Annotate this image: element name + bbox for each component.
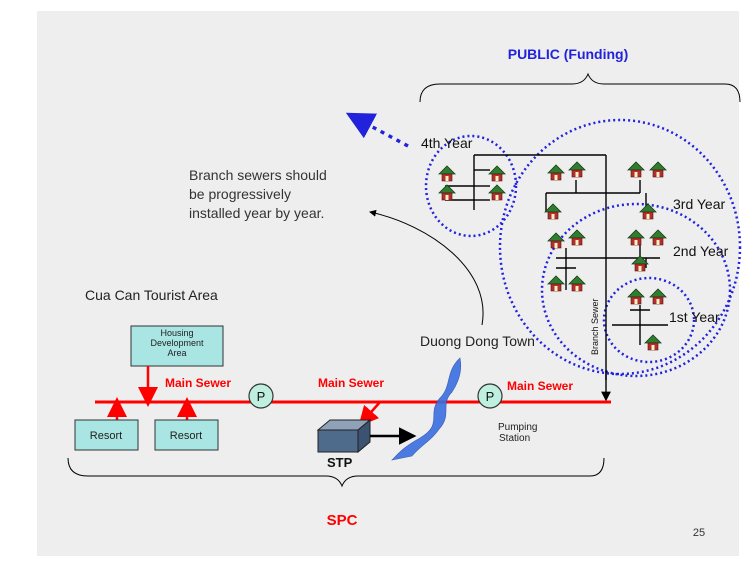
main-sewer-label-1: Main Sewer	[165, 376, 231, 390]
spc-brace	[67, 457, 605, 488]
pump-icon-1	[248, 383, 274, 409]
phase-circle-2nd-year	[540, 202, 732, 378]
pumping-station-line-2: Station	[499, 433, 530, 444]
house-icon	[568, 275, 586, 292]
house-icon	[438, 184, 456, 201]
public-brace	[419, 72, 741, 103]
housing-line-3: Area	[167, 348, 186, 358]
house-icon	[547, 164, 565, 181]
house-icon	[644, 334, 662, 351]
main-sewer-label-3: Main Sewer	[507, 379, 573, 393]
house-icon	[568, 229, 586, 246]
pump-1-symbol: P	[257, 389, 266, 404]
pump-icon-2	[477, 383, 503, 409]
housing-line-2: Development	[150, 338, 204, 348]
house-icon	[649, 288, 667, 305]
year-1-label: 1st Year	[669, 309, 720, 325]
house-icon	[568, 161, 586, 178]
resort-2-label: Resort	[170, 430, 202, 442]
slide-background	[37, 11, 739, 556]
duong-dong-town-label: Duong Dong Town	[420, 333, 535, 349]
houses	[438, 161, 667, 351]
house-icon	[649, 161, 667, 178]
house-icon	[547, 232, 565, 249]
phase-circle-1st-year	[602, 276, 696, 364]
house-icon	[627, 288, 645, 305]
year-3-label: 3rd Year	[673, 196, 725, 212]
page-number: 25	[693, 527, 705, 539]
main-sewer-label-2: Main Sewer	[318, 376, 384, 390]
expansion-direction-arrow	[345, 112, 409, 148]
cua-can-area-label: Cua Can Tourist Area	[85, 287, 218, 303]
branch-sewer-network	[445, 154, 668, 380]
house-icon	[438, 165, 456, 182]
house-icon	[488, 165, 506, 182]
year-2-label: 2nd Year	[673, 243, 729, 259]
resort-1-label: Resort	[90, 430, 122, 442]
pump-2-symbol: P	[486, 389, 495, 404]
pumping-station-line-1: Pumping	[498, 422, 537, 433]
resort-box-1	[74, 419, 139, 451]
housing-line-1: Housing	[160, 328, 193, 338]
note-line-2: be progressively	[189, 186, 291, 202]
spc-label: SPC	[327, 512, 358, 529]
house-icon	[547, 275, 565, 292]
river-shape	[391, 357, 462, 461]
house-icon	[488, 184, 506, 201]
house-icon	[649, 229, 667, 246]
stp-tank-icon	[316, 418, 372, 454]
stp-connection	[358, 401, 381, 427]
house-icon	[627, 229, 645, 246]
stp-label: STP	[327, 455, 353, 470]
year-4-label: 4th Year	[421, 135, 473, 151]
housing-development-box	[130, 325, 224, 367]
branch-sewer-label: Branch Sewer	[590, 298, 600, 355]
resort-box-2	[154, 419, 219, 451]
public-funding-label: PUBLIC (Funding)	[508, 46, 629, 62]
house-icon	[544, 203, 562, 220]
note-line-3: installed year by year.	[189, 205, 324, 221]
phase-circle-3rd-year	[498, 118, 742, 376]
note-line-1: Branch sewers should	[189, 167, 327, 183]
note-pointer-arrow	[369, 209, 484, 326]
house-icon	[627, 161, 645, 178]
